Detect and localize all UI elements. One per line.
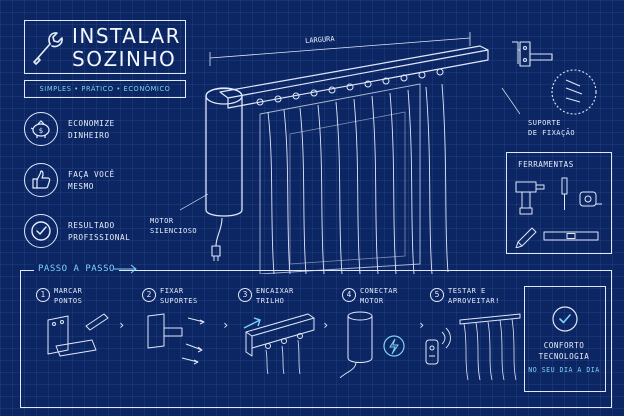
piggy-bank-icon: $ — [30, 120, 50, 138]
step-2-label: FIXAR SUPORTES — [160, 286, 230, 306]
benefit-3-line-2: PROFISSIONAL — [68, 233, 131, 242]
support-label-line-1: SUPORTE — [528, 119, 562, 127]
step-3-label: ENCAIXAR TRILHO — [256, 286, 326, 306]
step-1-line-2: PONTOS — [54, 297, 83, 305]
step-3-line-2: TRILHO — [256, 297, 285, 305]
step-4-number: 4 — [342, 288, 356, 302]
tagline: SIMPLES • PRÁTICO • ECONÔMICO — [24, 80, 186, 98]
rail-gliders — [256, 68, 444, 106]
benefit-text-3: RESULTADO PROFISSIONAL — [68, 220, 158, 244]
thumbs-up-icon — [32, 170, 51, 189]
step-4-label: CONECTAR MOTOR — [360, 286, 430, 306]
step-4-line-1: CONECTAR — [360, 287, 398, 295]
pencil-icon — [515, 227, 537, 248]
step-1-number: 1 — [36, 288, 50, 302]
motor-label-line-2: SILENCIOSO — [150, 227, 198, 235]
remote-control-icon — [425, 339, 439, 365]
arrow-step-4-5: › — [418, 318, 426, 332]
arrow-step-3-4: › — [322, 318, 330, 332]
benefit-circle-3 — [24, 214, 58, 248]
title-line-2: SOZINHO — [72, 47, 177, 71]
steps-heading: PASSO A PASSO — [34, 264, 119, 274]
curtain-fabric — [267, 111, 275, 274]
benefit-3-line-1: RESULTADO — [68, 221, 115, 230]
conforto-line-3: NO SEU DIA A DIA — [528, 366, 600, 374]
screw-icon — [187, 317, 205, 325]
conforto-line-1: CONFORTO — [543, 341, 585, 350]
step-2-line-1: FIXAR — [160, 287, 184, 295]
conforto-line-2: TECNOLOGIA — [538, 352, 590, 361]
width-dimension-line — [209, 37, 471, 59]
step-5-number: 5 — [430, 288, 444, 302]
curtain-diagram: LARGURA — [179, 32, 520, 274]
benefit-circle-1: $ — [24, 112, 58, 146]
width-label: LARGURA — [305, 35, 336, 45]
wrench-icon — [33, 32, 63, 65]
arrow-step-1-2: › — [118, 318, 126, 332]
benefit-1-line-2: DINHEIRO — [68, 131, 110, 140]
page-title: INSTALAR SOZINHO — [72, 25, 181, 71]
benefit-text-1: ECONOMIZE DINHEIRO — [68, 118, 158, 142]
step-4-illustration — [339, 311, 405, 378]
motor-cable — [215, 217, 223, 247]
benefit-2-line-2: MESMO — [68, 182, 94, 191]
slide-arrow-icon — [243, 317, 261, 329]
screwdriver-icon — [561, 177, 568, 210]
checkmark-badge-icon — [552, 306, 578, 332]
benefit-circle-2 — [24, 163, 58, 197]
benefit-1-line-1: ECONOMIZE — [68, 119, 115, 128]
support-label-line-2: DE FIXAÇÃO — [528, 129, 576, 137]
level-icon — [543, 231, 599, 241]
svg-text:$: $ — [39, 127, 43, 135]
arrow-step-2-3: › — [222, 318, 230, 332]
benefit-text-2: FAÇA VOCÊ MESMO — [68, 169, 158, 193]
step-5-line-2: APROVEITAR! — [448, 297, 500, 305]
checkmark-icon — [31, 221, 51, 241]
benefit-2-line-1: FAÇA VOCÊ — [68, 170, 115, 179]
conforto-text: CONFORTO TECNOLOGIA NO SEU DIA A DIA — [522, 340, 606, 376]
step-1-label: MARCAR PONTOS — [54, 286, 124, 306]
step-5-label: TESTAR E APROVEITAR! — [448, 286, 518, 306]
step-2-illustration — [147, 313, 205, 365]
motor-icon — [347, 316, 373, 363]
plug-icon — [211, 245, 221, 257]
step-4-line-2: MOTOR — [360, 297, 384, 305]
support-bracket-illustration — [519, 41, 597, 115]
conforto-box — [524, 286, 606, 392]
bracket-plate — [519, 41, 531, 67]
motor-label: MOTOR SILENCIOSO — [150, 216, 197, 236]
pencil-icon — [85, 313, 109, 331]
drill-icon — [515, 181, 545, 215]
arrow-right-icon — [114, 264, 137, 274]
title-box — [24, 20, 186, 74]
motor-label-line-1: MOTOR — [150, 217, 174, 225]
tools-icons — [515, 177, 602, 248]
steps-panel — [20, 270, 612, 408]
step-5-illustration — [425, 313, 521, 381]
step-1-illustration — [47, 313, 109, 357]
window-frame — [259, 83, 421, 274]
step-3-illustration — [243, 313, 315, 375]
step-2-line-2: SUPORTES — [160, 297, 198, 305]
step-3-number: 3 — [238, 288, 252, 302]
step-5-line-1: TESTAR E — [448, 287, 486, 295]
step-3-line-1: ENCAIXAR — [256, 287, 294, 295]
step-2-number: 2 — [142, 288, 156, 302]
step-1-line-1: MARCAR — [54, 287, 83, 295]
screws-detail-circle — [551, 69, 597, 115]
title-line-1: INSTALAR — [72, 24, 182, 48]
tools-heading: FERRAMENTAS — [518, 160, 574, 169]
support-label: SUPORTE DE FIXAÇÃO — [528, 118, 575, 138]
motor-body — [205, 96, 243, 217]
power-icon — [383, 335, 405, 357]
tape-measure-icon — [579, 191, 602, 207]
tools-panel — [506, 152, 612, 254]
